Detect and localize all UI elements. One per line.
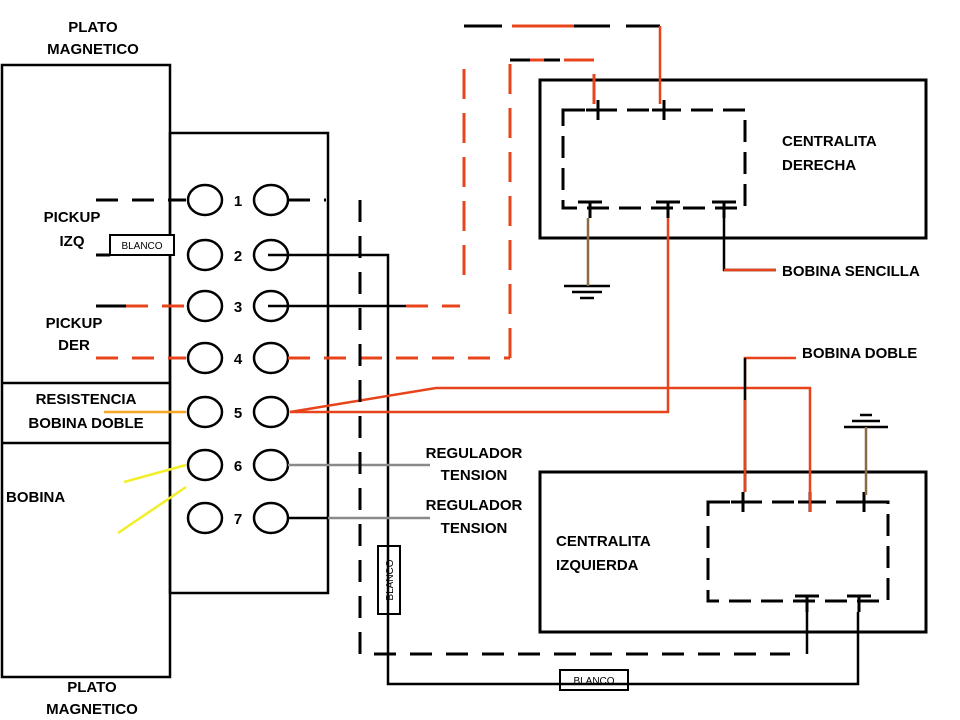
terminal-4-right xyxy=(252,341,290,375)
bobina-doble-label: BOBINA DOBLE xyxy=(802,345,917,362)
regulador-1-label-a: REGULADOR xyxy=(426,445,523,462)
plato-label-bottom-1: PLATO xyxy=(67,679,117,696)
centralita-derecha-box xyxy=(538,78,928,240)
plato-label-top-2: MAGNETICO xyxy=(47,41,139,58)
pin-derecha-top-2 xyxy=(652,100,676,120)
terminal-number: 5 xyxy=(234,405,242,422)
pin-derecha-bottom-3 xyxy=(712,200,736,218)
bobina-label: BOBINA xyxy=(6,489,65,506)
ground-icon xyxy=(844,413,888,429)
wire-t2-black xyxy=(268,253,860,686)
terminal-7-left xyxy=(186,501,224,535)
bobina-wire-2 xyxy=(117,485,187,535)
centralita-derecha-label-2: DERECHA xyxy=(782,157,856,174)
terminal-7-right xyxy=(252,501,290,535)
terminal-5-right xyxy=(252,395,290,429)
blanco-tag-left xyxy=(109,234,175,256)
pin-derecha-top-1 xyxy=(586,100,610,120)
centralita-derecha-label-1: CENTRALITA xyxy=(782,133,877,150)
dashed-black-loop xyxy=(358,200,790,656)
dashed-red-route-inner xyxy=(508,58,596,358)
terminal-6-left xyxy=(186,448,224,482)
terminal-circles: 1 2 3 4 5 6 7 xyxy=(186,183,290,535)
blanco-label-left: BLANCO xyxy=(121,241,162,252)
pickup-der-label-1: PICKUP xyxy=(46,315,103,332)
resistencia-label-2: BOBINA DOBLE xyxy=(28,415,143,432)
regulador-2-label-a: REGULADOR xyxy=(426,497,523,514)
bobina-sencilla-label: BOBINA SENCILLA xyxy=(782,263,920,280)
pickup-izq-label-1: PICKUP xyxy=(44,209,101,226)
centralita-izquierda-label-1: CENTRALITA xyxy=(556,533,651,550)
pickup-izq-label-2: IZQ xyxy=(60,233,85,250)
pin-izquierda-bottom-2 xyxy=(847,594,871,612)
bobina-wire-1 xyxy=(123,463,187,484)
pin-derecha-bottom-2 xyxy=(656,200,680,218)
ground-icon xyxy=(564,284,610,300)
terminal-number: 7 xyxy=(234,511,242,528)
terminal-number: 6 xyxy=(234,458,242,475)
connector-izquierda-outline xyxy=(706,500,890,603)
terminal-1-left xyxy=(186,183,224,217)
terminal-number: 2 xyxy=(234,248,242,265)
regulador-1-label-b: TENSION xyxy=(441,467,508,484)
terminal-3-left xyxy=(186,289,224,323)
pin-izquierda-top-1 xyxy=(731,492,755,512)
terminal-4-left xyxy=(186,341,224,375)
connector-derecha-outline xyxy=(561,108,747,210)
pin-izquierda-top-3 xyxy=(852,492,876,512)
blanco-label-vertical: BLANCO xyxy=(385,559,396,600)
blanco-label-bottom: BLANCO xyxy=(573,676,614,687)
wire-t5-red-b xyxy=(289,386,812,512)
wire-bobina-sencilla xyxy=(722,218,776,272)
terminal-number: 3 xyxy=(234,299,242,316)
centralita-izquierda-box xyxy=(538,470,928,634)
plato-label-bottom-2: MAGNETICO xyxy=(46,701,138,718)
plato-magnetico-box xyxy=(0,63,172,679)
terminal-6-right xyxy=(252,448,290,482)
terminal-number: 4 xyxy=(234,351,243,368)
terminal-5-left xyxy=(186,395,224,429)
pin-derecha-bottom-1 xyxy=(578,200,602,218)
terminal-number: 1 xyxy=(234,193,242,210)
resistencia-label-1: RESISTENCIA xyxy=(36,391,137,408)
terminal-2-left xyxy=(186,238,224,272)
terminal-1-right xyxy=(252,183,290,217)
wire-t5-red-a xyxy=(290,218,670,414)
plato-label-top-1: PLATO xyxy=(68,19,118,36)
terminal-block xyxy=(168,131,330,595)
centralita-izquierda-label-2: IZQUIERDA xyxy=(556,557,639,574)
regulador-2-label-b: TENSION xyxy=(441,520,508,537)
pin-izquierda-bottom-1 xyxy=(795,594,819,612)
pickup-der-label-2: DER xyxy=(58,337,90,354)
